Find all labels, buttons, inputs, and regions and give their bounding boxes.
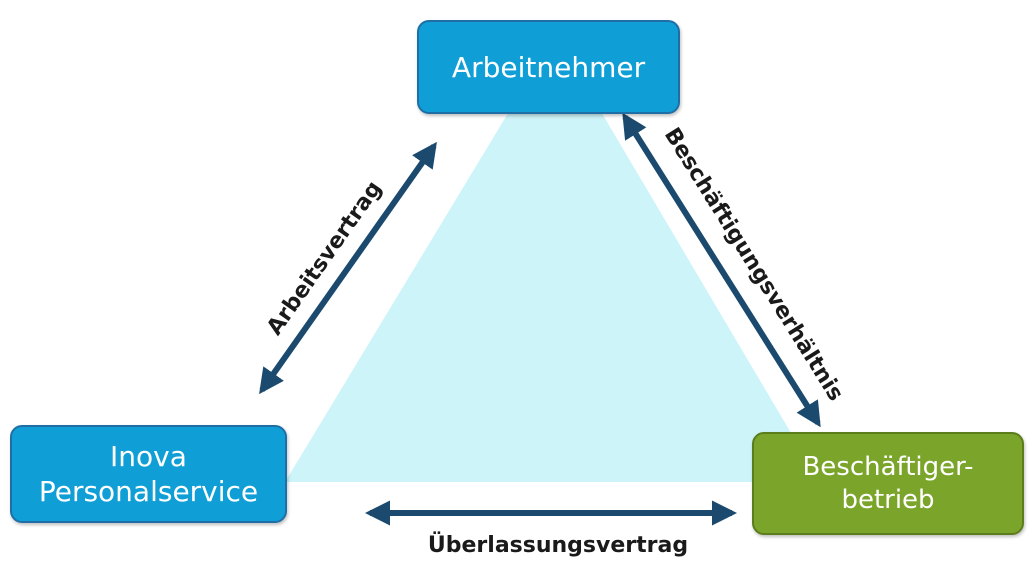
ueberlassungsvertrag-label: Überlassungsvertrag [428,532,688,558]
inova-personalservice-node: Inova Personalservice [10,425,287,523]
beschaeftigerbetrieb-node: Beschäftiger- betrieb [752,432,1024,535]
inova-personalservice-label: Inova Personalservice [38,440,259,508]
arbeitnehmer-node: Arbeitnehmer [417,20,680,114]
beschaeftigungsverhaeltnis-arrow [622,112,821,428]
arbeitsvertrag-arrow [259,141,437,395]
beschaeftigerbetrieb-label: Beschäftiger- betrieb [802,452,974,515]
arbeitnehmer-label: Arbeitnehmer [451,50,646,84]
arbeitsvertrag-label: Arbeitsvertrag [262,177,387,340]
